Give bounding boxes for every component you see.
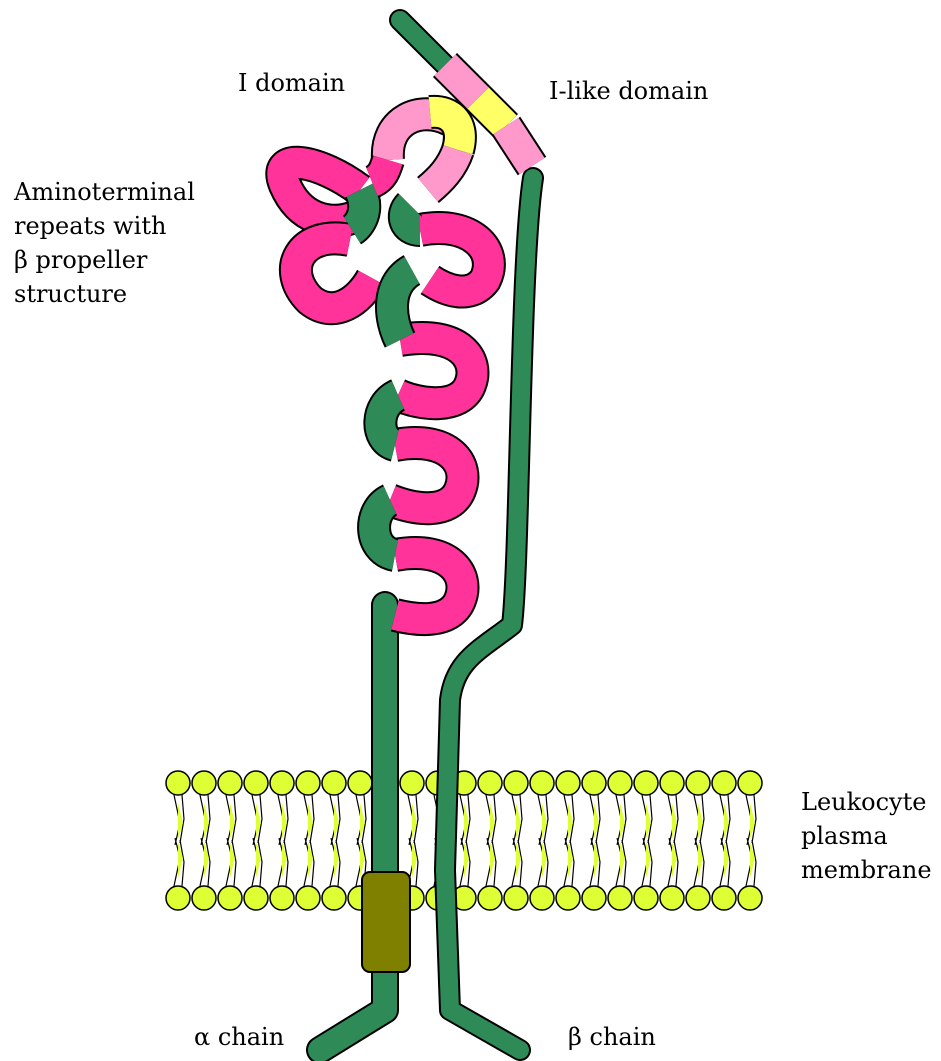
lipid-head (296, 771, 320, 795)
lipid-head (166, 886, 190, 910)
lipid-head (218, 771, 242, 795)
lipid-head (712, 886, 736, 910)
lipid-head (270, 886, 294, 910)
transmembrane-block (362, 872, 410, 972)
lipid-head (738, 771, 762, 795)
membrane-label: Leukocyte plasma membrane (801, 785, 932, 887)
lipid-bilayer (166, 771, 762, 910)
lipid-head (478, 771, 502, 795)
lipid-head (608, 771, 632, 795)
lipid-head (244, 771, 268, 795)
lipid-head (556, 886, 580, 910)
lipid-head (322, 771, 346, 795)
lipid-head (686, 771, 710, 795)
lipid-head (400, 771, 424, 795)
lipid-head (582, 886, 606, 910)
lipid-head (322, 886, 346, 910)
lipid-head (582, 771, 606, 795)
i-like-domain-label: I-like domain (549, 74, 708, 108)
lipid-head (270, 771, 294, 795)
lipid-head (738, 886, 762, 910)
lipid-head (296, 886, 320, 910)
beta-chain-label: β chain (568, 1020, 656, 1054)
lipid-head (348, 771, 372, 795)
lipid-head (192, 886, 216, 910)
lipid-head (218, 886, 242, 910)
lipid-head (244, 886, 268, 910)
lipid-head (556, 771, 580, 795)
lipid-head (686, 886, 710, 910)
lipid-head (634, 886, 658, 910)
lipid-head (478, 886, 502, 910)
alpha-chain-label: α chain (194, 1020, 284, 1054)
lipid-head (634, 771, 658, 795)
lipid-head (608, 886, 632, 910)
i-domain-label: I domain (238, 66, 345, 100)
lipid-head (504, 771, 528, 795)
lipid-head (530, 771, 554, 795)
propeller-label: Aminoterminal repeats with β propeller s… (14, 175, 195, 311)
lipid-head (712, 771, 736, 795)
lipid-head (504, 886, 528, 910)
i-domain (372, 112, 460, 190)
lipid-head (192, 771, 216, 795)
lipid-head (660, 771, 684, 795)
lipid-head (660, 886, 684, 910)
lipid-head (530, 886, 554, 910)
lipid-head (166, 771, 190, 795)
